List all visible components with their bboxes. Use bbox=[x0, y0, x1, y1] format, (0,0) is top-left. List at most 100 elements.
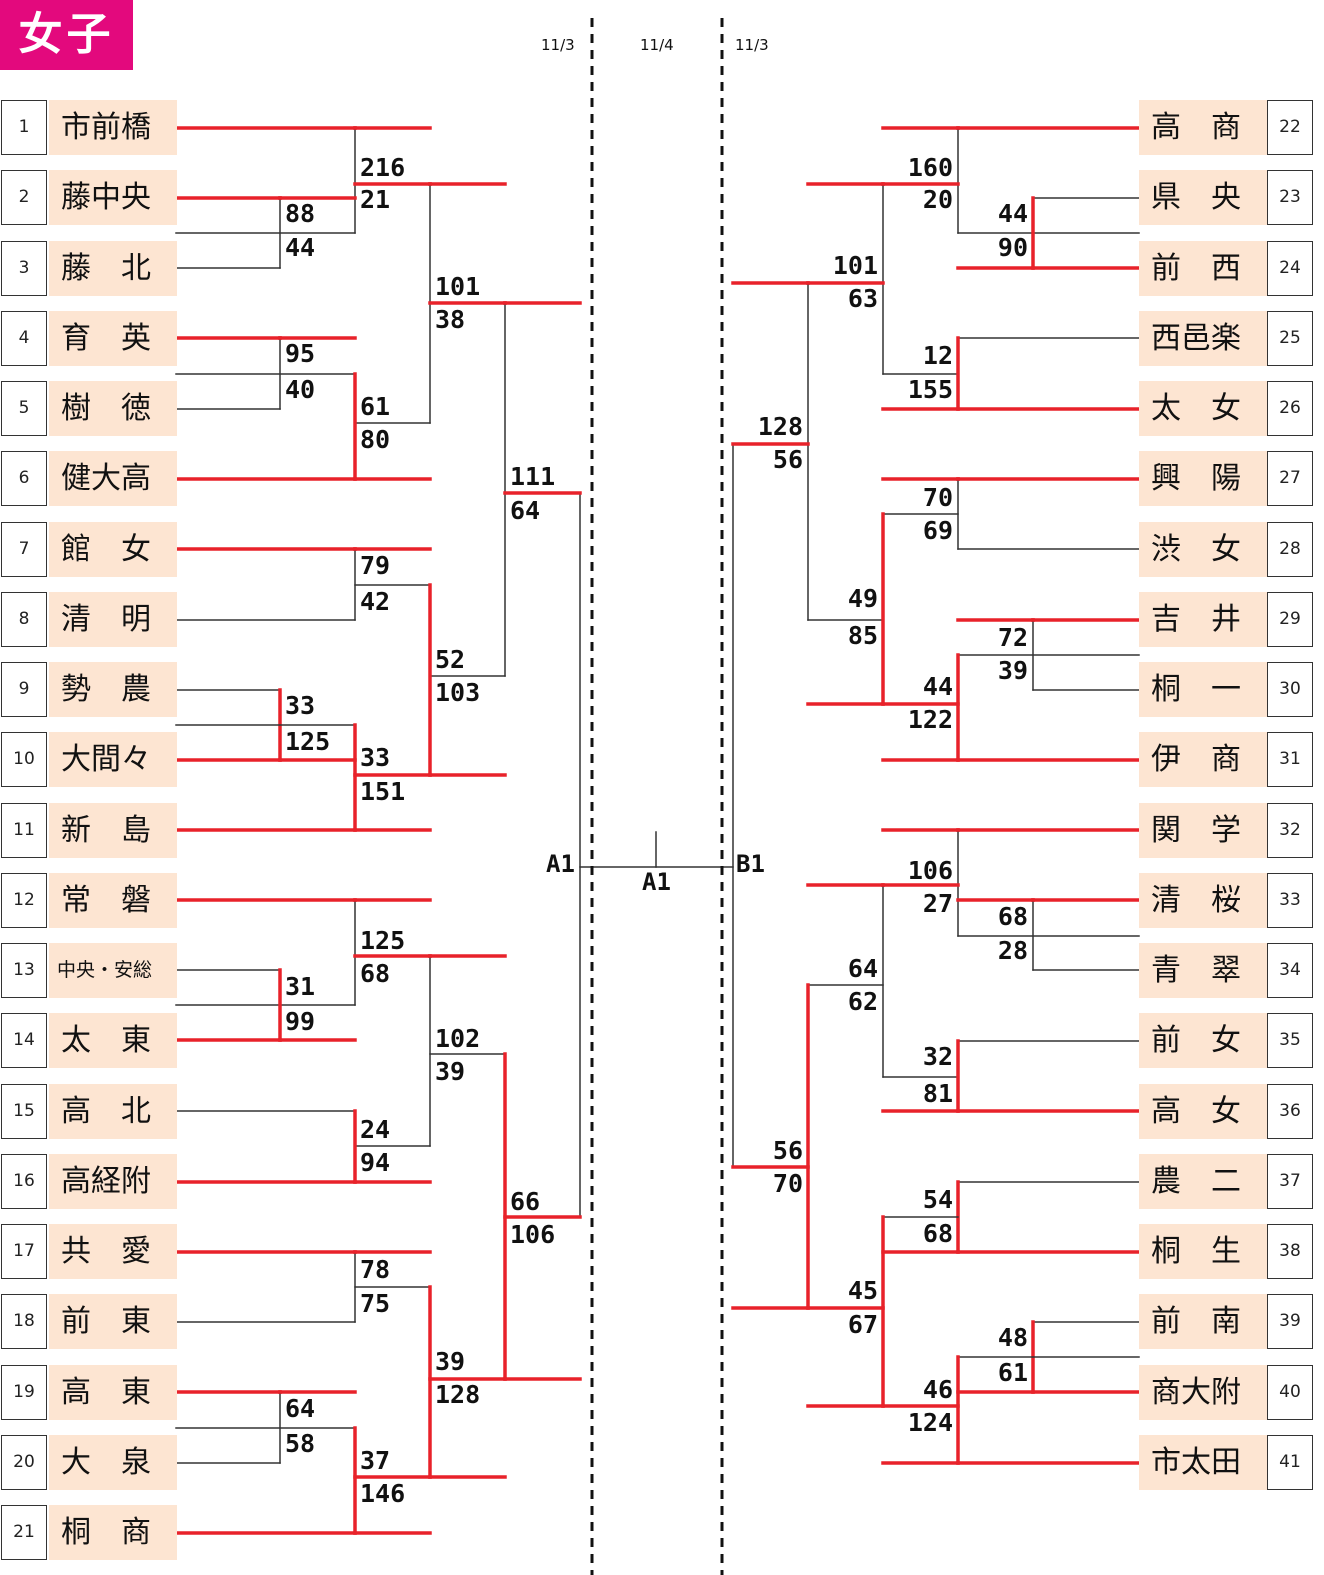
match-score: 103 bbox=[435, 678, 481, 707]
match-score: 61 bbox=[997, 1358, 1028, 1387]
match-score: 80 bbox=[360, 425, 391, 454]
team-name: 中央・安総 bbox=[49, 943, 177, 998]
seed-number: 31 bbox=[1267, 732, 1313, 787]
match-score: 64 bbox=[510, 496, 541, 525]
team-name: 前 西 bbox=[1139, 241, 1267, 296]
seed-number: 35 bbox=[1267, 1013, 1313, 1068]
category-title: 女子 bbox=[0, 0, 133, 70]
match-score: 81 bbox=[922, 1079, 953, 1108]
seed-number: 30 bbox=[1267, 662, 1313, 717]
team-name: 高経附 bbox=[49, 1154, 177, 1209]
seed-number: 23 bbox=[1267, 170, 1313, 225]
match-score: 67 bbox=[847, 1310, 878, 1339]
seed-number: 14 bbox=[1, 1013, 47, 1068]
seed-number: 24 bbox=[1267, 241, 1313, 296]
match-score: 64 bbox=[285, 1394, 316, 1423]
match-score: 68 bbox=[997, 902, 1028, 931]
team-name: 前 南 bbox=[1139, 1294, 1267, 1349]
seed-number: 8 bbox=[1, 592, 47, 647]
match-score: 39 bbox=[997, 656, 1028, 685]
match-score: 90 bbox=[997, 233, 1028, 262]
seed-number: 20 bbox=[1, 1435, 47, 1490]
match-score: 40 bbox=[285, 375, 316, 404]
match-score: 37 bbox=[360, 1446, 391, 1475]
seed-number: 36 bbox=[1267, 1084, 1313, 1139]
seed-number: 15 bbox=[1, 1084, 47, 1139]
match-score: 44 bbox=[285, 233, 316, 262]
date-center: 11/4 bbox=[640, 36, 674, 54]
seed-number: 10 bbox=[1, 732, 47, 787]
seed-number: 22 bbox=[1267, 100, 1313, 155]
match-score: 28 bbox=[997, 936, 1028, 965]
match-score: 94 bbox=[360, 1148, 391, 1177]
team-name: 桐 一 bbox=[1139, 662, 1267, 717]
semifinal-left-label: A1 bbox=[546, 850, 575, 878]
seed-number: 39 bbox=[1267, 1294, 1313, 1349]
match-score: 111 bbox=[510, 462, 556, 491]
seed-number: 3 bbox=[1, 241, 47, 296]
team-name: 桐 生 bbox=[1139, 1224, 1267, 1279]
seed-number: 25 bbox=[1267, 311, 1313, 366]
team-name: 高 北 bbox=[49, 1084, 177, 1139]
seed-number: 33 bbox=[1267, 873, 1313, 928]
match-score: 46 bbox=[922, 1375, 953, 1404]
match-score: 58 bbox=[285, 1429, 316, 1458]
seed-number: 9 bbox=[1, 662, 47, 717]
seed-number: 32 bbox=[1267, 803, 1313, 858]
match-score: 69 bbox=[922, 516, 953, 545]
seed-number: 13 bbox=[1, 943, 47, 998]
team-name: 高 東 bbox=[49, 1365, 177, 1420]
match-score: 88 bbox=[285, 199, 316, 228]
seed-number: 19 bbox=[1, 1365, 47, 1420]
match-score: 75 bbox=[360, 1289, 391, 1318]
match-score: 68 bbox=[922, 1219, 953, 1248]
match-score: 78 bbox=[360, 1255, 391, 1284]
match-score: 128 bbox=[435, 1380, 481, 1409]
match-score: 124 bbox=[907, 1408, 953, 1437]
team-name: 西邑楽 bbox=[1139, 311, 1267, 366]
seed-number: 40 bbox=[1267, 1365, 1313, 1420]
team-name: 常 磐 bbox=[49, 873, 177, 928]
team-name: 青 翠 bbox=[1139, 943, 1267, 998]
match-score: 95 bbox=[285, 339, 316, 368]
match-score: 99 bbox=[285, 1007, 316, 1036]
team-name: 桐 商 bbox=[49, 1505, 177, 1560]
team-name: 伊 商 bbox=[1139, 732, 1267, 787]
team-name: 樹 徳 bbox=[49, 381, 177, 436]
team-name: 商大附 bbox=[1139, 1365, 1267, 1420]
team-name: 清 桜 bbox=[1139, 873, 1267, 928]
seed-number: 16 bbox=[1, 1154, 47, 1209]
team-name: 太 東 bbox=[49, 1013, 177, 1068]
match-score: 39 bbox=[435, 1347, 466, 1376]
date-left: 11/3 bbox=[541, 36, 575, 54]
match-score: 216 bbox=[360, 153, 406, 182]
match-score: 48 bbox=[997, 1323, 1028, 1352]
match-score: 56 bbox=[772, 445, 803, 474]
seed-number: 21 bbox=[1, 1505, 47, 1560]
match-score: 64 bbox=[847, 954, 878, 983]
match-score: 106 bbox=[510, 1220, 556, 1249]
match-score: 106 bbox=[907, 856, 953, 885]
seed-number: 28 bbox=[1267, 522, 1313, 577]
match-score: 44 bbox=[997, 199, 1028, 228]
match-score: 63 bbox=[847, 284, 878, 313]
match-score: 102 bbox=[435, 1024, 481, 1053]
team-name: 館 女 bbox=[49, 522, 177, 577]
team-name: 前 女 bbox=[1139, 1013, 1267, 1068]
match-score: 38 bbox=[435, 305, 466, 334]
team-name: 勢 農 bbox=[49, 662, 177, 717]
seed-number: 41 bbox=[1267, 1435, 1313, 1490]
team-name: 県 央 bbox=[1139, 170, 1267, 225]
team-name: 大間々 bbox=[49, 732, 177, 787]
match-score: 85 bbox=[847, 621, 878, 650]
team-name: 高 女 bbox=[1139, 1084, 1267, 1139]
match-score: 125 bbox=[285, 727, 331, 756]
seed-number: 4 bbox=[1, 311, 47, 366]
team-name: 渋 女 bbox=[1139, 522, 1267, 577]
team-name: 太 女 bbox=[1139, 381, 1267, 436]
match-score: 160 bbox=[907, 153, 953, 182]
match-score: 125 bbox=[360, 926, 406, 955]
seed-number: 1 bbox=[1, 100, 47, 155]
match-score: 21 bbox=[360, 185, 391, 214]
